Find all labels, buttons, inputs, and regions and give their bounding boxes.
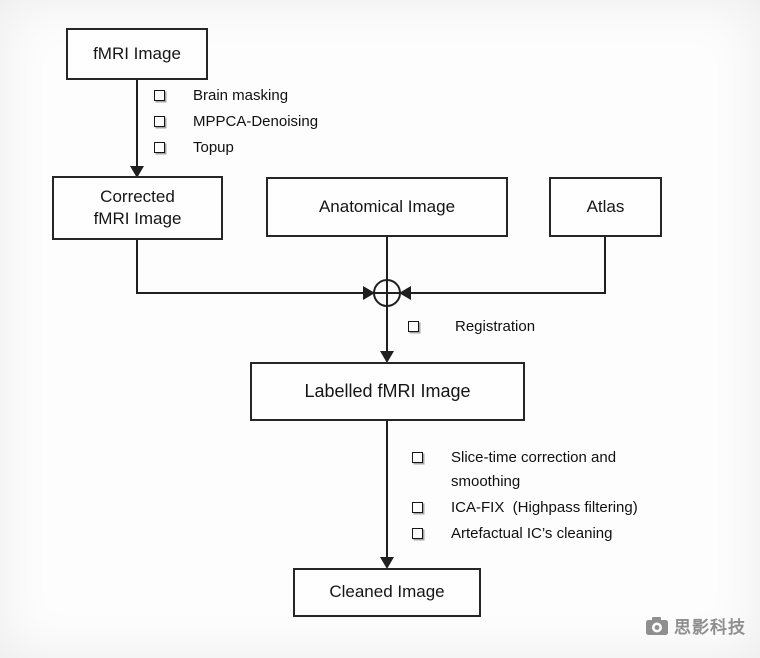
line-atlas-to-merge (410, 237, 606, 294)
node-label: Labelled fMRI Image (304, 380, 471, 401)
merge-circle-plus-icon (373, 279, 401, 307)
camera-logo-icon (646, 616, 668, 635)
node-corrected-fmri-image: Corrected fMRI Image (52, 176, 223, 240)
step-label: Slice-time correction and smoothing (451, 449, 621, 490)
node-label-line2: fMRI Image (93, 209, 182, 228)
checkbox-bullet-icon (412, 452, 423, 463)
checkbox-bullet-icon (154, 142, 165, 153)
arrowhead-left-icon (399, 286, 411, 300)
node-label: Atlas (586, 196, 625, 216)
line-corrected-to-merge (136, 240, 365, 294)
node-atlas: Atlas (549, 177, 662, 237)
step-label: MPPCA-Denoising (193, 113, 319, 130)
list-item: Registration (408, 315, 535, 339)
step-label: Registration (455, 318, 536, 335)
checkbox-bullet-icon (408, 321, 419, 332)
node-labelled-fmri-image: Labelled fMRI Image (250, 362, 525, 421)
watermark-text: 思影科技 (674, 618, 746, 637)
list-item: Topup (154, 136, 318, 160)
preprocessing-step-list: Brain masking MPPCA-Denoising Topup (154, 84, 318, 160)
node-fmri-image: fMRI Image (66, 28, 208, 80)
cleaning-step-list: Slice-time correction and smoothing ICA-… (412, 446, 675, 546)
step-label: Topup (193, 139, 234, 156)
node-cleaned-image: Cleaned Image (293, 568, 481, 617)
list-item: Artefactual IC’s cleaning (412, 522, 675, 546)
checkbox-bullet-icon (154, 116, 165, 127)
list-item: MPPCA-Denoising (154, 110, 318, 134)
list-item: Slice-time correction and smoothing (412, 446, 675, 494)
checkbox-bullet-icon (154, 90, 165, 101)
watermark: 思影科技 (645, 613, 746, 638)
node-label-line1: Corrected (100, 186, 175, 206)
node-label: Anatomical Image (318, 196, 456, 216)
checkbox-bullet-icon (412, 528, 423, 539)
node-label: fMRI Image (93, 43, 181, 63)
node-label: Cleaned Image (329, 582, 445, 602)
list-item: Brain masking (154, 84, 318, 108)
node-anatomical-image: Anatomical Image (266, 177, 508, 237)
step-label: Brain masking (193, 87, 289, 104)
registration-step-list: Registration (408, 315, 535, 339)
step-label: Artefactual IC’s cleaning (451, 525, 613, 542)
checkbox-bullet-icon (412, 502, 423, 513)
node-label: Corrected fMRI Image (94, 186, 182, 230)
arrowhead-right-icon (363, 286, 375, 300)
list-item: ICA-FIX (Highpass filtering) (412, 496, 675, 520)
step-label: ICA-FIX (Highpass filtering) (451, 499, 638, 516)
